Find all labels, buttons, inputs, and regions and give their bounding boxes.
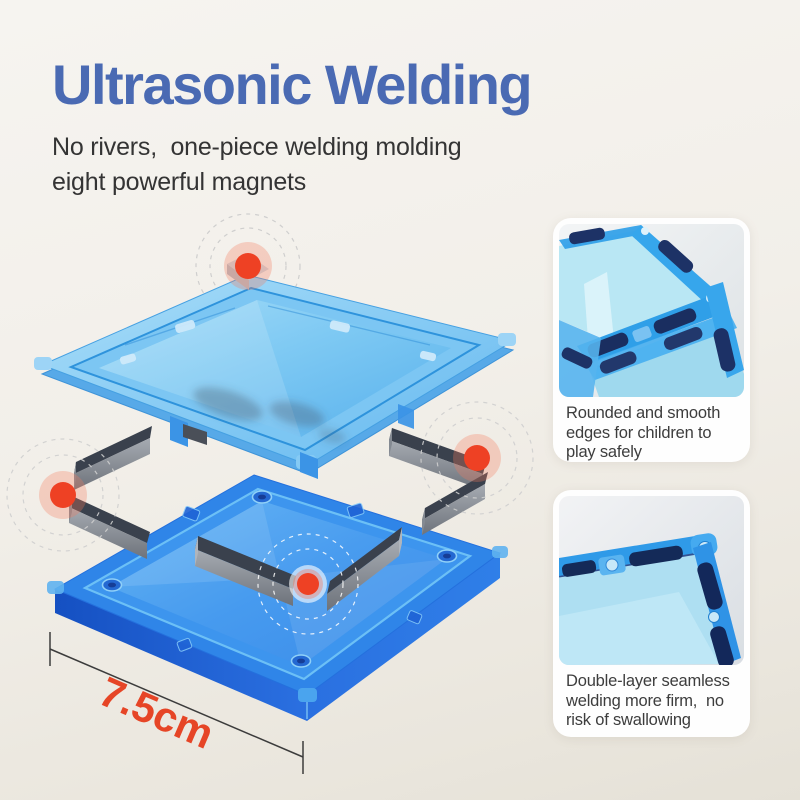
tile-top-feet xyxy=(170,404,414,479)
tile-bottom-bolt-holes xyxy=(101,490,458,668)
magnet-bar-right-lower xyxy=(422,472,488,535)
magnet-marker-right xyxy=(453,434,501,482)
page-subtitle: No rivers, one-piece welding molding eig… xyxy=(52,133,462,196)
magnets-through-panel xyxy=(193,387,346,444)
magnet-field-rings-right xyxy=(420,401,534,515)
card-caption: Double-layer seamless welding more firm,… xyxy=(566,672,730,729)
card-photo-tile-corner xyxy=(559,224,744,397)
tile-top-layer xyxy=(34,254,516,479)
magnet-bar-center-left xyxy=(195,536,296,606)
magnet-bar-left-upper xyxy=(74,426,152,490)
magnet-marker-top xyxy=(224,242,272,290)
card-photo-tile-edge xyxy=(559,496,744,665)
dimension-line xyxy=(49,632,304,774)
magnet-bar-center-right xyxy=(327,527,402,611)
magnet-field-rings-left xyxy=(6,438,120,552)
magnet-marker-center xyxy=(289,565,327,603)
tile-top-edge-clips xyxy=(119,319,437,365)
card-caption: Rounded and smooth edges for children to… xyxy=(566,404,721,461)
feature-card-double-layer: Double-layer seamless welding more firm,… xyxy=(553,490,750,737)
dimension-label: 7.5cm xyxy=(93,668,221,758)
feature-card-rounded-edges: Rounded and smooth edges for children to… xyxy=(553,218,750,462)
magnet-field-rings-center xyxy=(257,533,359,635)
magnet-marker-left xyxy=(39,471,87,519)
magnet-bar-right-upper xyxy=(389,428,486,490)
page-title: Ultrasonic Welding xyxy=(52,53,533,116)
tile-bottom-edge-posts xyxy=(176,502,423,652)
